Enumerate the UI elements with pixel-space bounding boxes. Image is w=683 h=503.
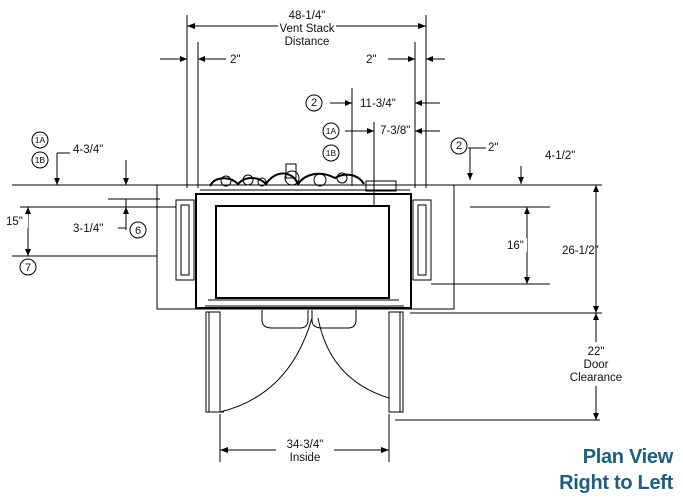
callout-7-label: 7 (25, 262, 31, 274)
dim-15-value: 15" (6, 216, 23, 228)
fireplace-outline (156, 163, 455, 329)
vent-stack-label-2: Distance (285, 36, 330, 48)
inside-value: 34-3/4" (287, 439, 324, 451)
door-clearance-label: Door (584, 359, 609, 371)
dim-11-3-4: 11-3/4" 2 (305, 88, 440, 186)
left-dimensions: 1A 1B 4-3/4" 15" 3-1/4" 6 7 (4, 131, 176, 276)
inside-label: Inside (290, 452, 321, 464)
right-dimensions: 16" 26-1/2" 22" Door Clearance (410, 184, 626, 420)
callout-2-top-label: 2 (311, 97, 317, 109)
vent-stack-dimension: 48-1/4" Vent Stack Distance (186, 10, 427, 188)
doors (205, 311, 600, 421)
callout-1a-left-label: 1A (35, 135, 46, 145)
vent-stack-label: Vent Stack (280, 23, 335, 35)
dim-7-3-8: 7-3/8" 1A 1B (322, 122, 440, 205)
dim-4-1-2: 4-1/2" (518, 150, 575, 184)
view-title-line2: Right to Left (559, 472, 673, 494)
dim-16-value: 16" (507, 240, 524, 252)
dim-2-right-value: 2" (488, 142, 498, 154)
callout-7 (19, 258, 37, 276)
callout-1a-mid-label: 1A (326, 126, 337, 136)
right-offset-value: 2" (366, 54, 376, 66)
vent-stack-value: 48-1/4" (289, 10, 326, 22)
left-offset-dimension: 2" (160, 42, 240, 188)
dim-4-3-4-value: 4-3/4" (73, 144, 103, 156)
dim-11-3-4-value: 11-3/4" (360, 98, 396, 110)
callout-6 (129, 221, 147, 239)
dim-26-1-2-value: 26-1/2" (562, 245, 599, 257)
left-offset-value: 2" (230, 54, 240, 66)
door-clearance-value: 22" (588, 346, 605, 358)
callout-1b-left-label: 1B (35, 155, 46, 165)
inside-dimension: 34-3/4" Inside (219, 414, 390, 464)
gas-valve-assembly (200, 163, 410, 192)
callout-2-top (305, 94, 323, 112)
callout-1a-left (31, 131, 49, 149)
callout-1b-left (31, 151, 49, 169)
dim-3-1-4-value: 3-1/4" (73, 223, 103, 235)
callout-2-right-label: 2 (456, 140, 462, 152)
callout-1b-mid (322, 144, 340, 162)
callout-1b-mid-label: 1B (326, 148, 337, 158)
callout-1a-mid (322, 122, 340, 140)
dim-7-3-8-value: 7-3/8" (380, 125, 410, 137)
callout-2-right (450, 137, 468, 155)
dim-4-1-2-value: 4-1/2" (545, 150, 575, 162)
dim-2-right: 2" 2 (450, 137, 498, 180)
view-title-line1: Plan View (582, 446, 674, 468)
right-offset-dimension: 2" (366, 42, 445, 188)
door-clearance-label-2: Clearance (570, 372, 622, 384)
callout-6-label: 6 (135, 225, 141, 237)
